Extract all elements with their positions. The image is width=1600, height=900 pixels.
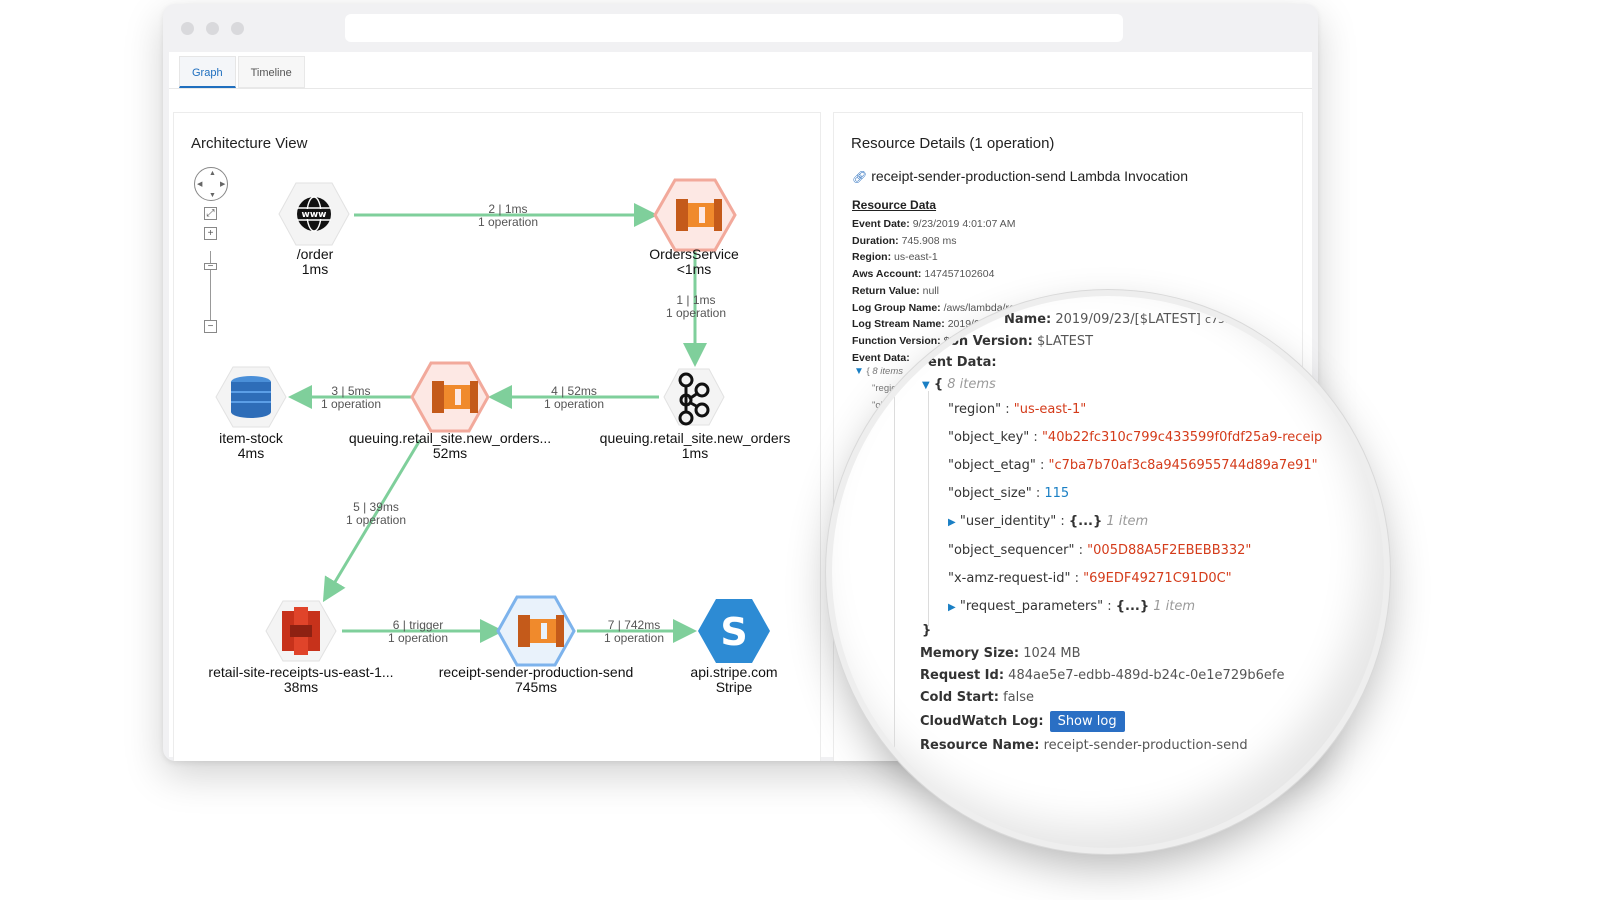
json-field-request-id: "x-amz-request-id" : "69EDF49271C91D0C"	[948, 571, 1232, 586]
show-log-button[interactable]: Show log	[1049, 711, 1125, 732]
collapse-caret-icon[interactable]: ▼	[922, 380, 930, 391]
www-icon: www	[302, 210, 327, 220]
zoom-in-button[interactable]: +	[204, 227, 217, 240]
row-event-date: Event Date: 9/23/2019 4:01:07 AM	[852, 218, 1016, 230]
row-duration: Duration: 745.908 ms	[852, 234, 957, 247]
zoom-slider-track[interactable]	[210, 251, 211, 321]
pan-down-icon[interactable]: ▼	[209, 192, 216, 199]
event-data-json-preview: ▼ { 8 items "regio "ob	[854, 366, 903, 411]
json-field-sequencer: "object_sequencer" : "005D88A5F2EBEBB332…	[948, 543, 1252, 558]
lens-memory-size: Memory Size: 1024 MB	[920, 646, 1081, 661]
magnifier-lens: Name: 2019/09/23/[$LATEST] c75afa71 on V…	[832, 296, 1384, 848]
node-lambda[interactable]	[496, 595, 576, 667]
node-queuing-short[interactable]	[410, 361, 490, 433]
expand-caret-icon[interactable]: ▶	[948, 517, 956, 528]
window-minimize-dot[interactable]	[206, 22, 219, 35]
zoom-out-button[interactable]: −	[204, 320, 217, 333]
row-return-value: Return Value: null	[852, 284, 939, 297]
stripe-logo-icon: S	[720, 610, 747, 654]
json-field-user-identity[interactable]: ▶ "user_identity" : {...} 1 item	[948, 514, 1149, 529]
window-maximize-dot[interactable]	[231, 22, 244, 35]
lens-event-data-label: ent Data:	[928, 355, 997, 370]
pan-right-icon[interactable]: ▶	[220, 181, 226, 188]
pan-up-icon[interactable]: ▲	[209, 170, 216, 177]
node-label-bucket: retail-site-receipts-us-east-1...38ms	[208, 664, 394, 695]
window-close-dot[interactable]	[181, 22, 194, 35]
row-region: Region: us-east-1	[852, 251, 938, 264]
json-field-region: "region" : "us-east-1"	[948, 402, 1087, 417]
json-field-object-etag: "object_etag" : "c7ba7b70af3c8a945695574…	[948, 458, 1318, 473]
architecture-graph: www	[215, 178, 770, 667]
zoom-slider-handle[interactable]: −	[204, 262, 217, 272]
lens-cloudwatch-log: CloudWatch Log:Show log	[920, 711, 1125, 732]
lens-request-id: Request Id: 484ae5e7-edbb-489d-b24c-0e1e…	[920, 668, 1285, 683]
lens-json-root[interactable]: ▼ { 8 items	[922, 377, 996, 392]
lens-function-version: on Version: $LATEST	[950, 334, 1094, 349]
fit-view-icon[interactable]: ⤢	[204, 207, 217, 220]
json-indent-guide-inner	[928, 391, 929, 626]
resource-link[interactable]: 🔗︎receipt-sender-production-send Lambda …	[852, 168, 1188, 184]
link-icon: 🔗︎	[852, 170, 868, 184]
node-item-stock[interactable]	[215, 366, 287, 428]
lens-stream-name: Name: 2019/09/23/[$LATEST] c75afa71	[1004, 312, 1257, 327]
row-event-data: Event Data:	[852, 351, 910, 364]
details-title: Resource Details (1 operation)	[851, 135, 1055, 152]
architecture-panel: Architecture View ▲ ▼ ◀ ▶ ⤢ + − −	[173, 112, 821, 761]
row-log-stream: Log Stream Name: 2019/09/2	[852, 318, 995, 331]
json-indent-guide	[894, 386, 895, 826]
pan-control[interactable]: ▲ ▼ ◀ ▶	[194, 167, 228, 201]
node-bucket[interactable]	[265, 600, 337, 662]
json-close-brace: }	[922, 623, 932, 638]
tab-graph[interactable]: Graph	[179, 56, 236, 88]
edge-queuingshort-bucket[interactable]	[322, 439, 422, 603]
address-bar[interactable]	[345, 14, 1123, 42]
node-stripe[interactable]: S	[698, 599, 770, 663]
tab-divider	[169, 88, 1312, 89]
node-label-queuing-short: queuing.retail_site.new_orders...52ms	[348, 430, 552, 461]
lens-resource-name: Resource Name: receipt-sender-production…	[920, 738, 1248, 753]
json-field-object-key: "object_key" : "40b22fc310c799c433599f0f…	[948, 430, 1323, 445]
node-orders-service[interactable]	[653, 178, 737, 252]
json-field-object-size: "object_size" : 115	[948, 486, 1070, 501]
pan-left-icon[interactable]: ◀	[197, 181, 203, 188]
expand-caret-icon[interactable]: ▶	[948, 602, 956, 613]
architecture-title: Architecture View	[191, 135, 308, 152]
node-order[interactable]: www	[278, 182, 350, 246]
json-field-request-parameters[interactable]: ▶ "request_parameters" : {...} 1 item	[948, 599, 1196, 614]
tab-timeline[interactable]: Timeline	[237, 56, 305, 88]
view-tabs: Graph Timeline	[179, 56, 305, 88]
resource-data-heading: Resource Data	[852, 198, 937, 212]
node-queuing[interactable]	[663, 368, 725, 426]
lens-cold-start: Cold Start: false	[920, 690, 1035, 705]
node-label-orders-service: OrdersService<1ms	[649, 246, 739, 277]
row-aws-account: Aws Account: 147457102604	[852, 268, 995, 281]
